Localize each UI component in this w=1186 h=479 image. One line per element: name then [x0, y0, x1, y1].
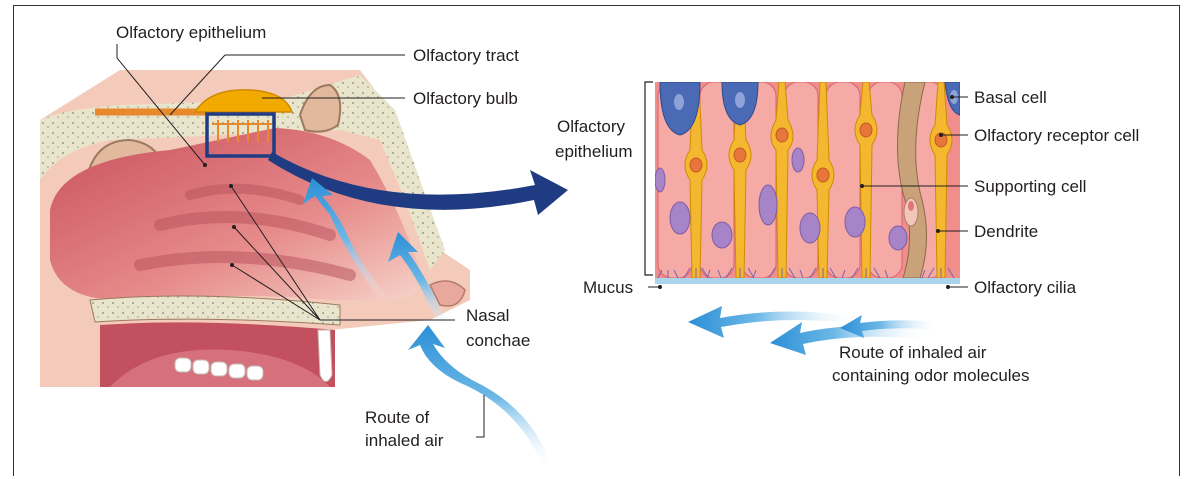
label-supporting-cell: Supporting cell — [974, 177, 1086, 196]
label-olfactory-tract: Olfactory tract — [413, 46, 519, 65]
label-dendrite: Dendrite — [974, 222, 1038, 241]
label-route-of: Route of — [365, 408, 430, 427]
label-olfactory-bulb: Olfactory bulb — [413, 89, 518, 108]
label-mucus: Mucus — [583, 278, 633, 297]
label-olfactory-right: Olfactory — [557, 117, 626, 136]
label-epithelium-right: epithelium — [555, 142, 633, 161]
label-route-inhaled-air-line2: containing odor molecules — [832, 366, 1030, 385]
label-inhaled-air: inhaled air — [365, 431, 444, 450]
label-olfactory-epithelium-left: Olfactory epithelium — [116, 23, 266, 42]
label-conchae: conchae — [466, 331, 530, 350]
olfactory-tissue — [655, 82, 960, 287]
label-route-inhaled-air-line1: Route of inhaled air — [839, 343, 987, 362]
label-basal-cell: Basal cell — [974, 88, 1047, 107]
mucus-layer — [655, 278, 960, 287]
label-olfactory-cilia: Olfactory cilia — [974, 278, 1077, 297]
label-nasal: Nasal — [466, 306, 509, 325]
epithelium-bracket — [645, 82, 653, 275]
label-olfactory-receptor-cell: Olfactory receptor cell — [974, 126, 1139, 145]
nasal-cavity-illustration — [40, 70, 470, 387]
